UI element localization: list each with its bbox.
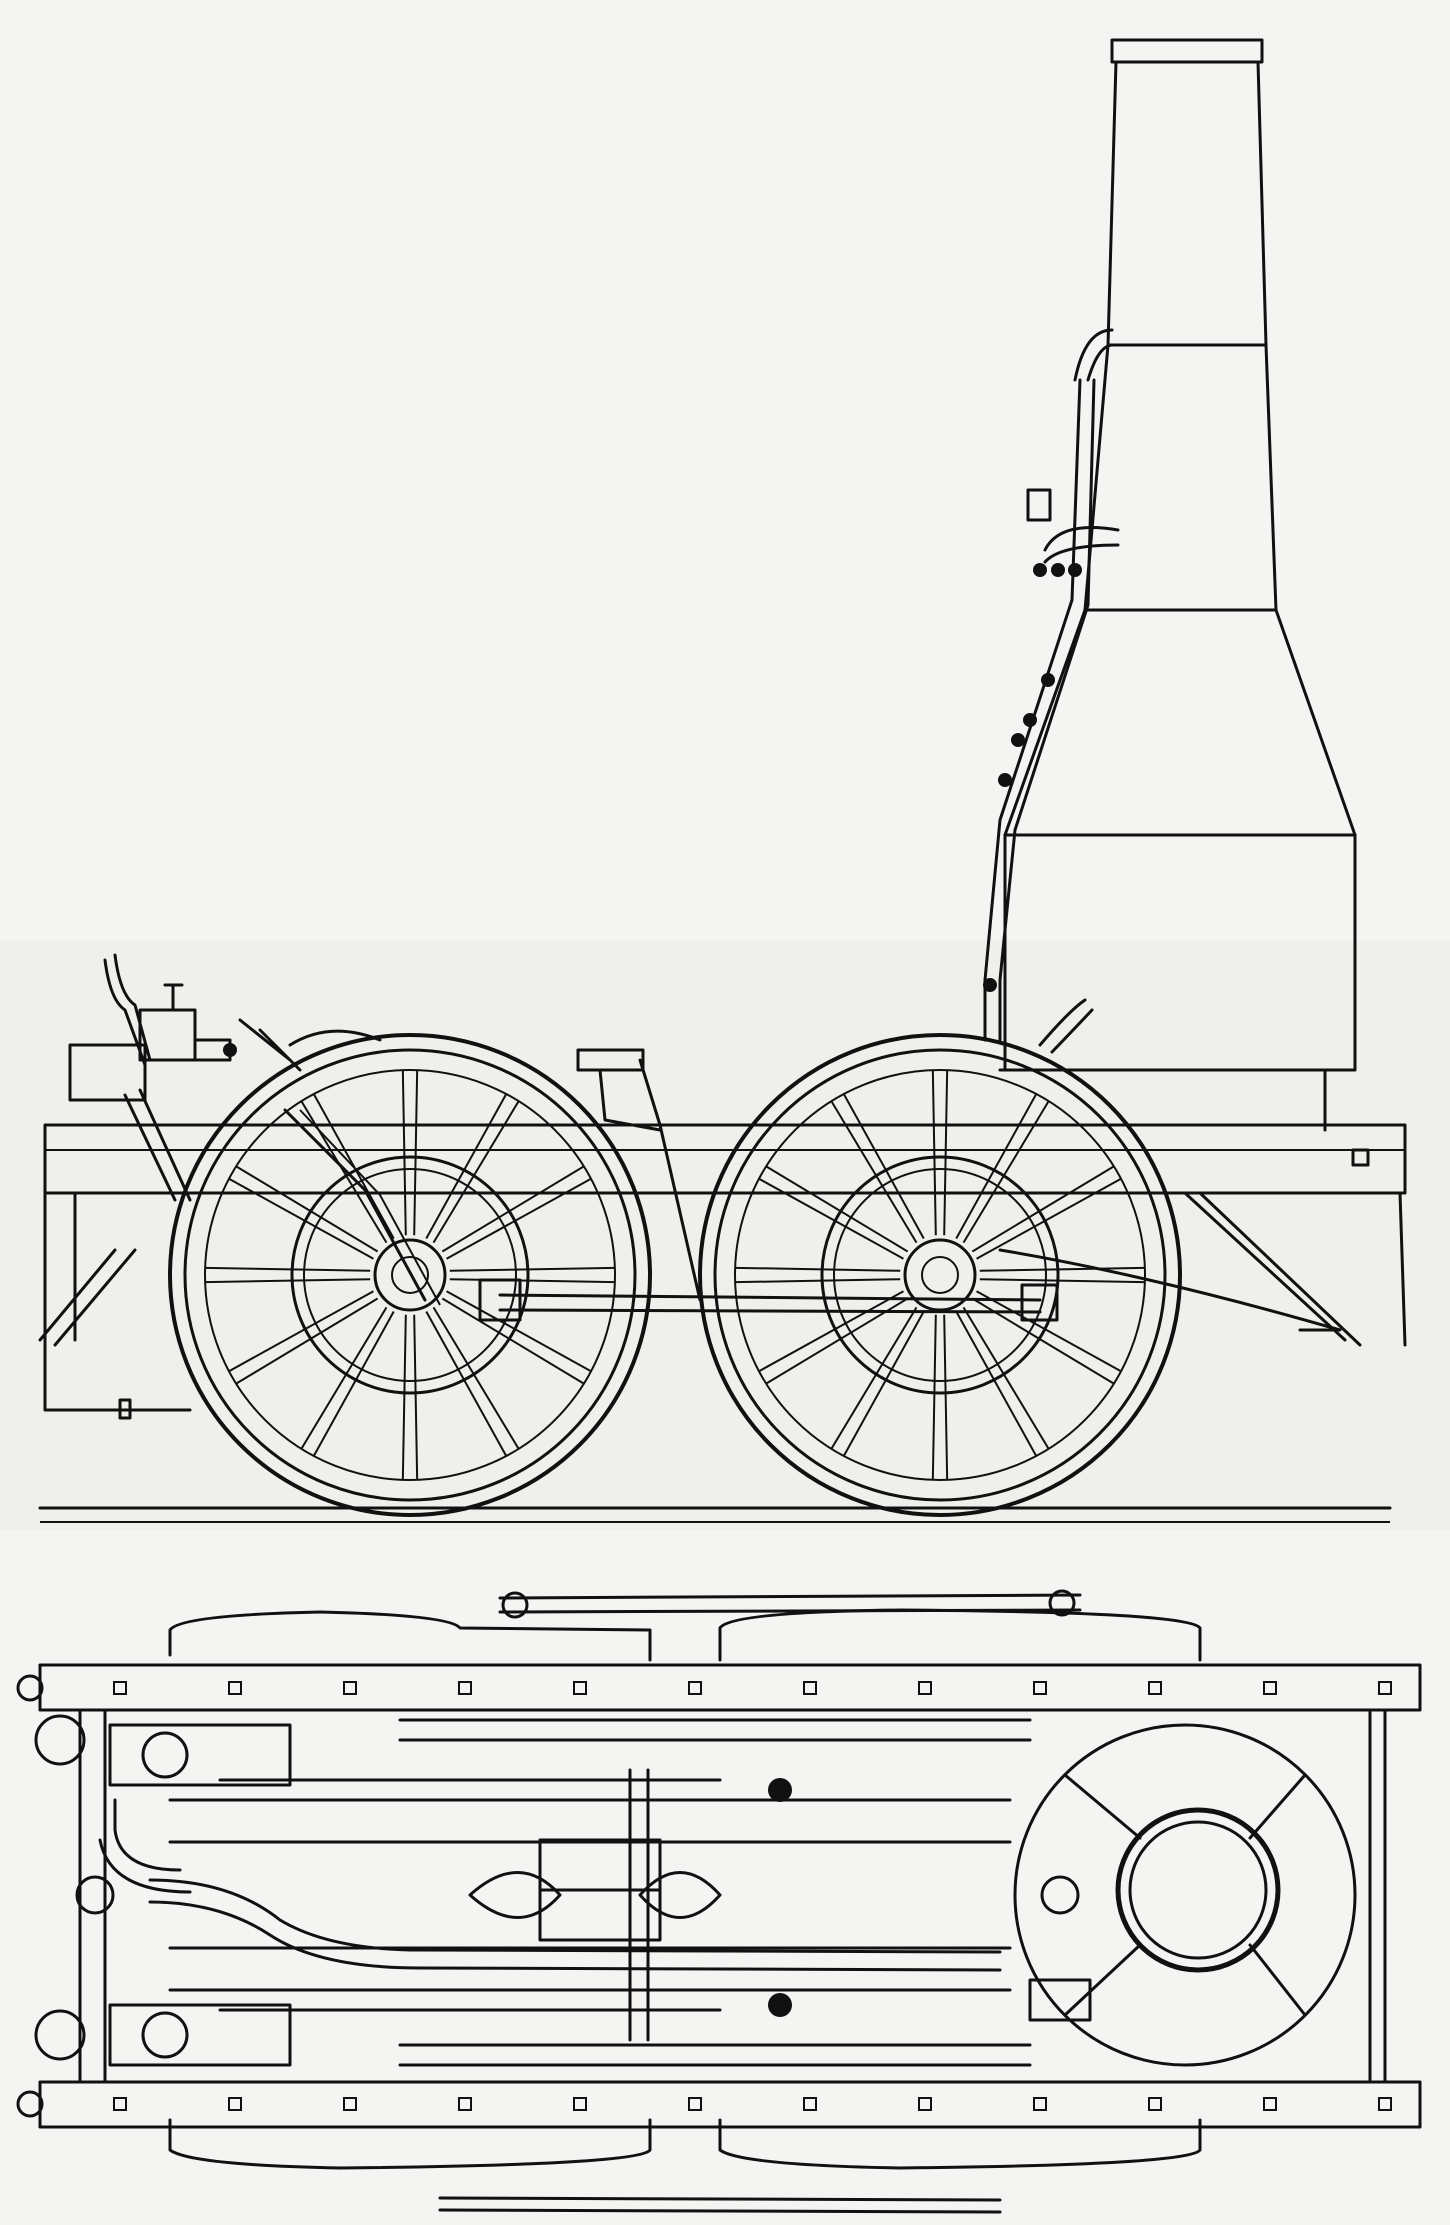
side-elevation <box>0 38 1450 1530</box>
scan-tone-band <box>0 940 1450 1530</box>
plan-view <box>16 1589 1422 2214</box>
front-driving-wheel <box>698 1033 1182 1517</box>
feed-pipes <box>983 328 1120 1054</box>
rear-driving-wheel <box>168 1033 652 1517</box>
boiler-top <box>1013 1723 1357 2067</box>
frame-rivets <box>113 1681 1392 2111</box>
driving-wheels <box>168 1033 1182 1517</box>
plan-rods <box>34 1714 1032 2067</box>
side-frame <box>38 1123 1407 1412</box>
rail <box>38 1506 1392 1523</box>
smokestack <box>998 38 1357 1132</box>
cab-controls <box>68 953 382 1420</box>
